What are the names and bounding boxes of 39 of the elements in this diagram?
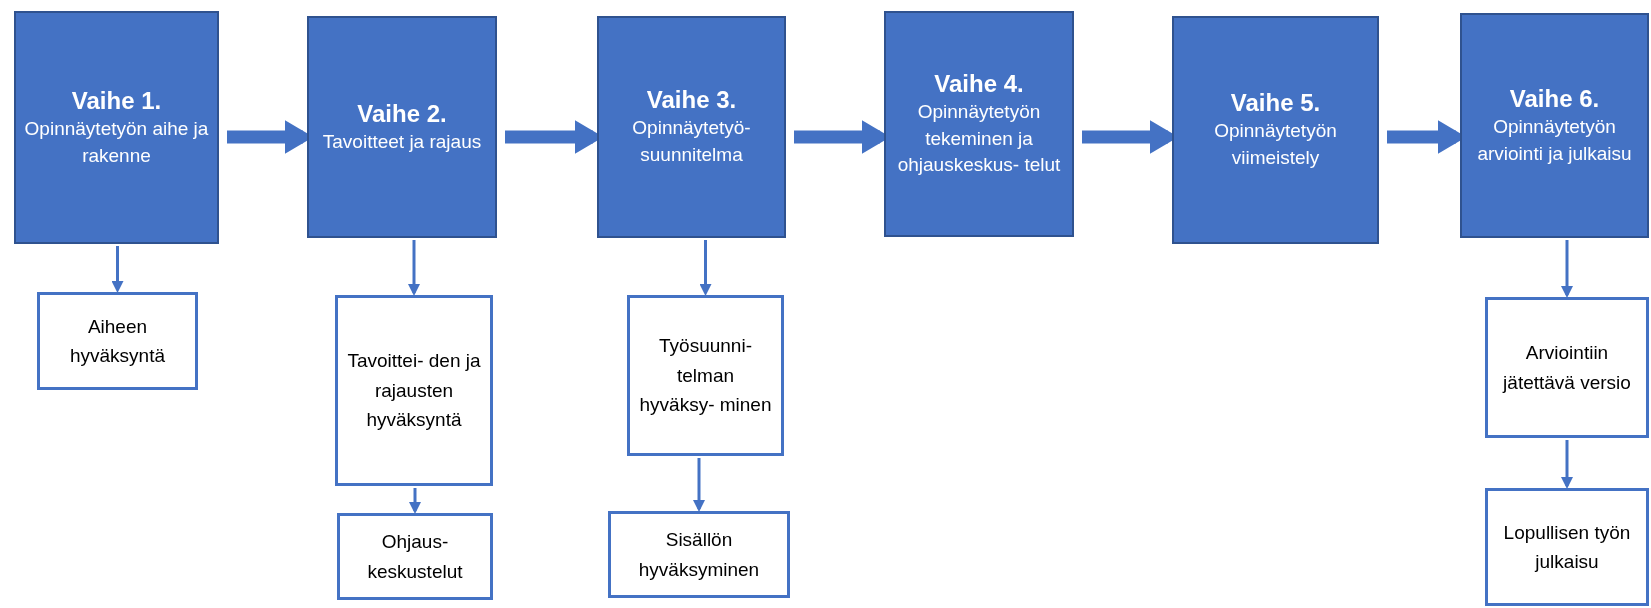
process-box <box>1172 16 1379 244</box>
outcome-text: Tavoittei- den ja rajausten hyväksyntä <box>346 349 482 433</box>
phase-description: Opinnäytetyön aihe ja rakenne <box>24 116 209 168</box>
arrow <box>1561 440 1573 489</box>
outcome-box <box>37 292 198 390</box>
arrow <box>1561 240 1573 298</box>
outcome-box <box>337 513 493 600</box>
phase-heading: Vaihe 2. <box>357 98 447 129</box>
outcome-box <box>335 295 493 486</box>
arrow <box>409 488 421 514</box>
outcome-text: Arviointiin jätettävä versio <box>1501 341 1632 395</box>
phase-description: Opinnäytetyön viimeistely <box>1213 119 1338 170</box>
outcome-text: Aiheen hyväksyntä <box>68 314 166 368</box>
process-box <box>1460 13 1649 238</box>
phase-heading: Vaihe 6. <box>1509 83 1600 114</box>
phase-heading: Vaihe 4. <box>934 69 1024 100</box>
phase-description: Opinnäytetyö- suunnitelma <box>631 116 752 167</box>
arrow <box>111 246 124 293</box>
phase-description: Opinnäytetyön tekeminen ja ohjauskeskus- telut <box>896 100 1062 178</box>
process-box <box>884 11 1074 237</box>
phase-description: Tavoitteet ja rajaus <box>322 129 482 154</box>
outcome-text: Lopullisen työn julkaisu <box>1502 520 1632 574</box>
outcome-text: Työsuunni- telman hyväksy- minen <box>638 334 773 418</box>
outcome-box <box>1485 488 1649 606</box>
arrow <box>408 240 420 296</box>
process-box <box>307 16 497 238</box>
phase-heading: Vaihe 1. <box>71 85 162 116</box>
phase-description: Opinnäytetyön arviointi ja julkaisu <box>1476 114 1633 166</box>
outcome-text: Sisällön hyväksyminen <box>637 528 761 582</box>
outcome-text: Ohjaus- keskustelut <box>366 530 464 584</box>
arrow <box>699 240 712 296</box>
process-box <box>597 16 786 238</box>
arrow <box>693 458 705 512</box>
phase-heading: Vaihe 5. <box>1230 88 1321 119</box>
outcome-box <box>627 295 784 456</box>
phase-heading: Vaihe 3. <box>646 85 737 116</box>
outcome-box <box>1485 297 1649 438</box>
outcome-box <box>608 511 790 598</box>
process-box <box>14 11 219 244</box>
